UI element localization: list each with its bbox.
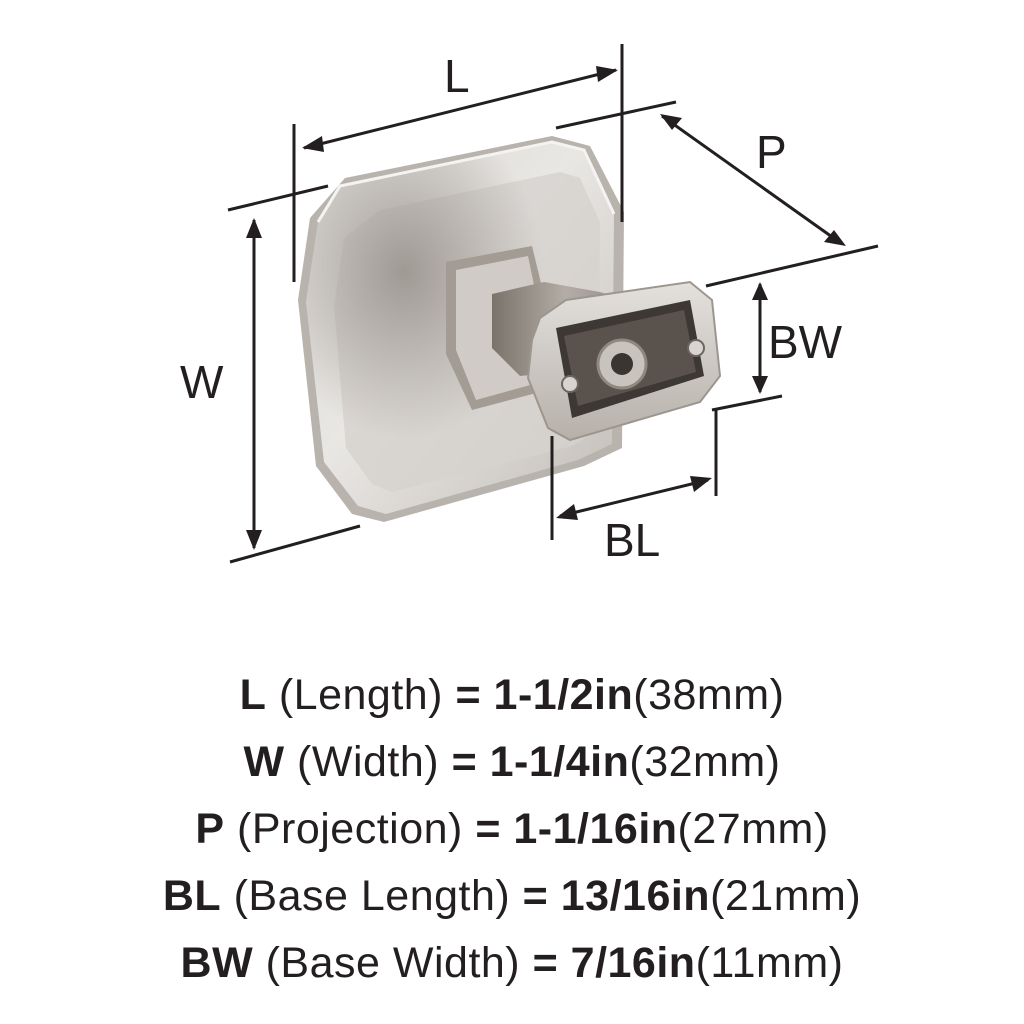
spec-name: (Projection) [237,805,463,853]
spec-inches: 1-1/4in [489,738,630,786]
spec-name: (Base Length) [233,872,511,920]
spec-abbr: L [239,671,267,719]
label-width: W [180,356,224,408]
spec-mm: (11mm) [695,939,844,987]
spec-abbr: W [243,738,285,786]
label-length: L [444,50,470,102]
spec-equals: = [532,939,559,987]
label-projection: P [756,126,787,178]
spec-abbr: BW [180,939,254,987]
arrowheads [246,66,846,550]
spec-inches: 13/16in [560,872,711,920]
dimension-lines [227,44,879,564]
spec-base-length: BL (Base Length) = 13/16in(21mm) [0,863,1024,930]
spec-equals: = [451,738,478,786]
spec-inches: 7/16in [570,939,696,987]
spec-name: (Length) [278,671,444,719]
spec-mm: (27mm) [677,805,829,853]
spec-equals: = [455,671,482,719]
spec-length: L (Length) = 1-1/2in(38mm) [0,662,1024,729]
hook-head [526,280,722,442]
spec-abbr: BL [162,872,222,920]
spec-mm: (38mm) [633,671,785,719]
label-base-width: BW [768,316,843,368]
spec-mm: (21mm) [710,872,862,920]
label-base-length: BL [604,514,660,566]
spec-projection: P (Projection) = 1-1/16in(27mm) [0,796,1024,863]
spec-inches: 1-1/16in [513,805,678,853]
spec-equals: = [475,805,501,853]
spec-base-width: BW (Base Width) = 7/16in(11mm) [0,930,1024,997]
spec-width: W (Width) = 1-1/4in(32mm) [0,729,1024,796]
dimension-specs: L (Length) = 1-1/2in(38mm) W (Width) = 1… [0,662,1024,997]
spec-mm: (32mm) [629,738,781,786]
spec-equals: = [522,872,549,920]
spec-inches: 1-1/2in [493,671,634,719]
spec-name: (Width) [297,738,440,786]
product-dimension-diagram: L W P BW BL [180,44,879,566]
spec-name: (Base Width) [265,939,521,987]
spec-abbr: P [195,805,225,853]
